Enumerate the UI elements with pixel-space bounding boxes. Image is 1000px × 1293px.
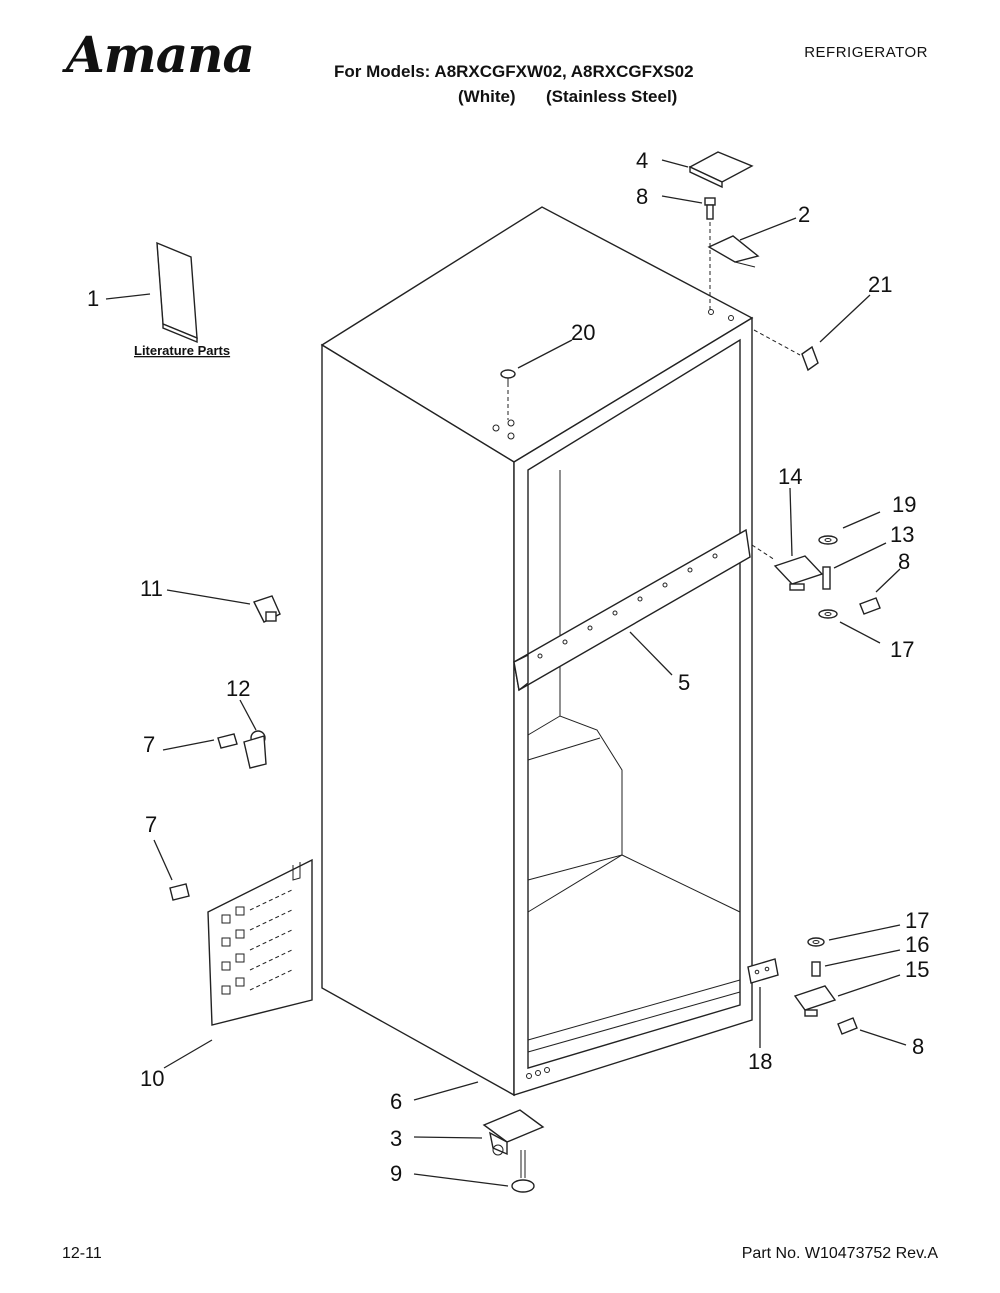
top-hinge-cover (688, 151, 754, 189)
bottom-washer (807, 937, 825, 947)
roller-assembly (482, 1109, 545, 1156)
callout-21: 21 (868, 272, 892, 297)
hinge-hole-plug (801, 345, 819, 372)
footer-date: 12-11 (62, 1245, 102, 1262)
top-hinge-screw (704, 197, 716, 220)
callout-6: 6 (390, 1089, 402, 1114)
rear-access-panel (207, 858, 313, 1026)
center-hinge-pin (822, 566, 831, 590)
bottom-hinge (793, 985, 837, 1017)
callout-numbers: 1 4 8 2 21 20 14 19 13 8 17 5 11 12 7 7 … (87, 148, 929, 1186)
top-plug (500, 369, 516, 387)
callout-4: 4 (636, 148, 648, 173)
callout-7-lower: 7 (145, 812, 157, 837)
leveling-leg (511, 1150, 535, 1193)
models-line: For Models: A8RXCGFXW02, A8RXCGFXS02 (334, 62, 694, 81)
callout-7-upper: 7 (143, 732, 155, 757)
washer-upper (818, 535, 838, 545)
top-hinge (707, 235, 760, 268)
panel-screw (169, 883, 190, 901)
callout-8-center: 8 (898, 549, 910, 574)
bottom-hinge-shim (747, 958, 779, 984)
variant-stainless: (Stainless Steel) (546, 87, 678, 106)
callout-12: 12 (226, 676, 250, 701)
callout-8-top: 8 (636, 184, 648, 209)
leader-lines (105, 159, 907, 1187)
washer-lower (818, 609, 838, 619)
callout-17-center: 17 (890, 637, 914, 662)
callout-11: 11 (140, 576, 163, 601)
callout-3: 3 (390, 1126, 402, 1151)
brand-logo: Amana (66, 25, 255, 84)
callout-17-bottom: 17 (905, 908, 929, 933)
callout-16: 16 (905, 932, 929, 957)
callout-5: 5 (678, 670, 690, 695)
callout-20: 20 (571, 320, 595, 345)
callout-1: 1 (87, 286, 99, 311)
refrigerator-cabinet (320, 206, 754, 1097)
center-hinge (773, 555, 824, 591)
variant-white: (White) (458, 87, 516, 106)
callout-10: 10 (140, 1066, 164, 1091)
bottom-hinge-screw (837, 1017, 858, 1035)
category-label: REFRIGERATOR (804, 44, 928, 61)
literature-parts-booklet (156, 241, 198, 344)
center-mullion (513, 528, 751, 692)
hinge-bushing (811, 961, 821, 977)
callout-9: 9 (390, 1161, 402, 1186)
callout-19: 19 (892, 492, 916, 517)
literature-parts-label: Literature Parts (134, 343, 230, 358)
callout-8-bottom: 8 (912, 1034, 924, 1059)
callout-2: 2 (798, 202, 810, 227)
callout-15: 15 (905, 957, 929, 982)
callout-18: 18 (748, 1049, 772, 1074)
side-clip (253, 595, 281, 623)
callout-13: 13 (890, 522, 914, 547)
callout-14: 14 (778, 464, 802, 489)
wire-bracket (243, 730, 267, 769)
bracket-screw-upper (217, 733, 238, 749)
center-hinge-screw (859, 597, 881, 615)
footer-part-number: Part No. W10473752 Rev.A (741, 1245, 938, 1262)
